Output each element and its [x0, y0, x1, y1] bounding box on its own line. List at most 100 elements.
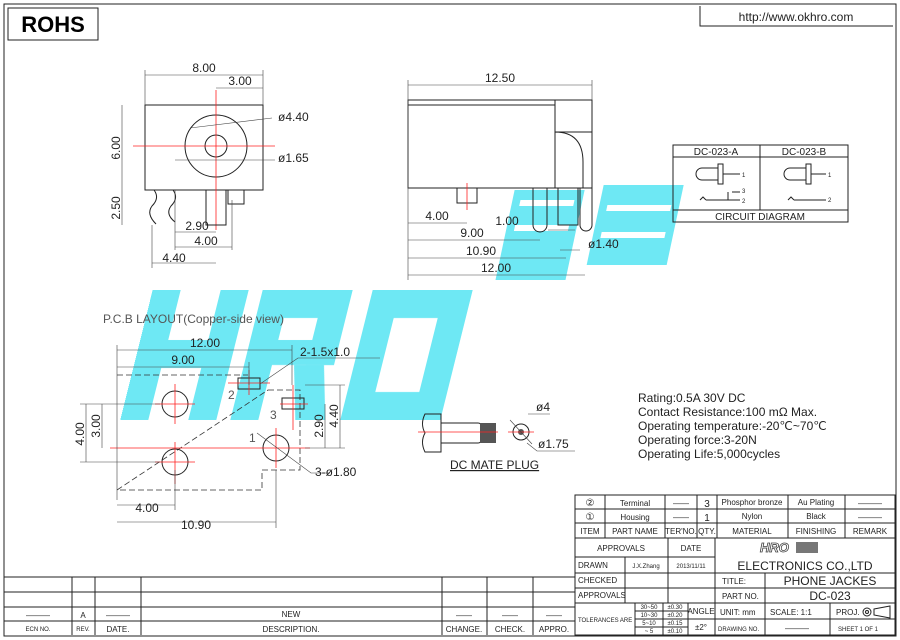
drawn-label: DRAWN — [578, 561, 608, 570]
bom-row2-remark: ——— — [858, 513, 882, 522]
bom-row1-remark: ——— — [858, 499, 882, 508]
dim-dia-outer: ø4.40 — [278, 110, 309, 124]
dim-10-90: 10.90 — [181, 518, 211, 532]
pin-1-label: 1 — [742, 173, 746, 179]
dim-pin-length: 2.50 — [109, 196, 123, 220]
dim-2-90-v: 2.90 — [312, 414, 326, 438]
rev-value: A — [80, 611, 86, 620]
pad-3-label: 3 — [270, 408, 277, 422]
approvals-label: APPROVALS — [578, 591, 626, 600]
dim-4-00: 4.00 — [194, 234, 218, 248]
company-name: ELECTRONICS CO.,LTD — [737, 559, 872, 573]
revision-block: ——— A ——— NEW —— —— —— ECN NO. REV. DATE… — [4, 576, 575, 635]
circuit-caption: CIRCUIT DIAGRAM — [715, 212, 805, 223]
plug-dia-inner: ø1.75 — [538, 437, 569, 451]
pcb-layout: P.C.B LAYOUT(Copper-side view) 12.00 9.0… — [73, 312, 380, 532]
bom-row1-finishing: Au Plating — [798, 498, 834, 507]
dim-dia-inner: ø1.65 — [278, 151, 309, 165]
dim-4-00-v: 4.00 — [73, 422, 87, 446]
title-label: TITLE: — [722, 577, 746, 586]
dim-1-00: 1.00 — [495, 214, 519, 228]
rev-header: REV. — [76, 627, 90, 633]
front-view: 8.00 3.00 ø4.40 ø1.65 6.00 2.50 2.90 4.0… — [109, 61, 309, 268]
dim-dia-1-40: ø1.40 — [588, 237, 619, 251]
holes-callout: 3-ø1.80 — [315, 465, 357, 479]
spec-contact-resistance: Contact Resistance:100 mΩ Max. — [638, 405, 817, 419]
checked-label: CHECKED — [578, 576, 617, 585]
dim-12-00: 12.00 — [481, 261, 511, 275]
dim-2-90: 2.90 — [185, 219, 209, 233]
appro-value: —— — [546, 611, 562, 620]
pin-1-label-b: 1 — [828, 173, 832, 179]
spec-force: Operating force:3-20N — [638, 433, 757, 447]
approvals-header: APPROVALS — [597, 544, 645, 553]
tolerances-label: TOLERANCES ARE — [578, 618, 632, 624]
drawing-no-value: ——— — [785, 624, 809, 633]
description-value: NEW — [282, 610, 301, 619]
drawn-date: 2013/11/11 — [676, 564, 706, 570]
pcb-title: P.C.B LAYOUT(Copper-side view) — [103, 312, 284, 326]
bom-header-qty: QTY. — [698, 527, 716, 536]
rohs-label: ROHS — [21, 12, 85, 37]
bom-header-remark: REMARK — [853, 527, 888, 536]
sheet-label: SHEET 1 OF 1 — [838, 627, 879, 633]
date-header: DATE. — [107, 625, 130, 634]
spec-temperature: Operating temperature:-20℃~70℃ — [638, 419, 827, 433]
tol-range-4: ~ 5 — [645, 629, 654, 635]
specifications: Rating:0.5A 30V DC Contact Resistance:10… — [638, 391, 827, 461]
circuit-diagram: DC-023-A DC-023-B CIRCUIT DIAGRAM 1 3 2 … — [672, 144, 849, 223]
tol-value-3: ±0.15 — [668, 621, 684, 627]
tol-range-2: 10~30 — [641, 613, 659, 619]
dim-9-00: 9.00 — [460, 226, 484, 240]
svg-text:HRO: HRO — [760, 540, 789, 555]
bom-row2-qty: 1 — [704, 513, 710, 524]
side-view: 12.50 4.00 1.00 9.00 10.90 12.00 ø1.40 — [407, 71, 619, 280]
ecn-header: ECN NO. — [25, 627, 50, 633]
bom-row2-name: Housing — [620, 513, 649, 522]
ecn-value: ——— — [26, 611, 50, 620]
slot-callout: 2-1.5x1.0 — [300, 345, 350, 359]
appro-header: APPRO. — [539, 625, 569, 634]
bom-header-finishing: FINISHING — [796, 527, 836, 536]
angle-value: ±2° — [695, 623, 707, 632]
bom-header-ter: TER'NO. — [665, 527, 697, 536]
circuit-col-a: DC-023-A — [694, 147, 739, 158]
dim-3-00-v: 3.00 — [89, 414, 103, 438]
dim-width: 8.00 — [192, 61, 216, 75]
change-value: —— — [456, 611, 472, 620]
part-number: DC-023 — [809, 589, 851, 603]
date-header: DATE — [681, 544, 702, 553]
unit-label: UNIT: mm — [720, 608, 756, 617]
pin-2-label: 2 — [742, 199, 746, 205]
pad-1-label: 1 — [249, 431, 256, 445]
description-header: DESCRIPTION. — [263, 625, 320, 634]
bom-row1-item: ② — [586, 498, 595, 509]
bom-header-name: PART NAME — [612, 527, 658, 536]
bom-row1-qty: 3 — [704, 499, 710, 510]
pin-2-label-b: 2 — [828, 198, 832, 204]
tol-value-1: ±0.30 — [668, 605, 684, 611]
scale-label: SCALE: 1:1 — [770, 608, 812, 617]
sheet-border — [3, 3, 897, 637]
bom-row1-ter: —— — [673, 499, 689, 508]
proj-label: PROJ. — [836, 608, 860, 617]
dim-4-40: 4.40 — [162, 251, 186, 265]
website-url[interactable]: http://www.okhro.com — [739, 10, 854, 24]
angle-label: ANGLE — [687, 607, 714, 616]
part-no-label: PART NO. — [722, 592, 759, 601]
dim-length: 12.50 — [485, 71, 515, 85]
spec-rating: Rating:0.5A 30V DC — [638, 391, 746, 405]
bom-header-material: MATERIAL — [732, 527, 772, 536]
tol-range-1: 30~50 — [641, 605, 659, 611]
bom-row2-item: ① — [586, 512, 595, 523]
rohs-badge — [7, 7, 99, 41]
spec-life: Operating Life:5,000cycles — [638, 447, 780, 461]
dim-height: 6.00 — [109, 136, 123, 160]
check-value: —— — [502, 611, 518, 620]
pin-3-label: 3 — [742, 189, 746, 195]
drawing-title: PHONE JACKES — [784, 574, 877, 588]
dc-mate-plug: ø4 ø1.75 DC MATE PLUG — [418, 400, 575, 472]
bom-row2-finishing: Black — [806, 512, 827, 521]
pad-2-label: 2 — [228, 388, 235, 402]
